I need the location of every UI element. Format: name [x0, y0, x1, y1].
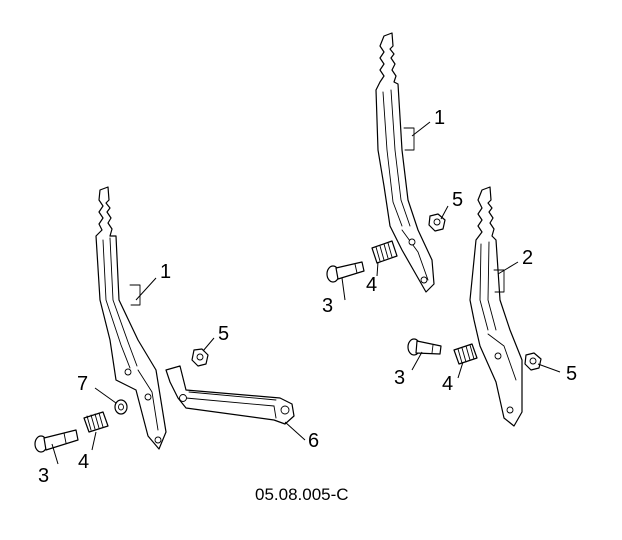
- callout-left-spring: 4: [78, 451, 89, 473]
- left-lever-part: [95, 186, 167, 450]
- top-bolt-part: [326, 261, 365, 283]
- right-lever-part: [469, 186, 523, 427]
- callout-left-bolt: 3: [38, 465, 49, 487]
- callout-top-lever: 1: [434, 107, 445, 129]
- top-lever-part: [375, 32, 435, 293]
- right-spring-part: [453, 343, 478, 365]
- callout-left-washer: 7: [77, 373, 88, 395]
- callout-right-nut: 5: [566, 363, 577, 385]
- left-spring-part: [83, 411, 109, 433]
- diagram-reference-code: 05.08.005-C: [255, 485, 349, 504]
- callout-top-nut: 5: [452, 189, 463, 211]
- left-nut-part: [191, 348, 209, 367]
- callout-left-lever: 1: [160, 261, 171, 283]
- left-bolt-part: [34, 429, 79, 453]
- callout-left-rod: 6: [308, 430, 319, 452]
- right-bolt-part: [407, 338, 442, 356]
- callout-right-lever: 2: [522, 247, 533, 269]
- callout-left-nut: 5: [218, 323, 229, 345]
- callout-top-spring: 4: [366, 274, 377, 296]
- right-nut-part: [524, 352, 542, 371]
- callout-top-bolt: 3: [322, 295, 333, 317]
- left-washer-part: [114, 399, 128, 415]
- leader-lines: [51, 121, 561, 465]
- callout-right-spring: 4: [442, 373, 453, 395]
- callout-right-bolt: 3: [394, 367, 405, 389]
- top-spring-part: [371, 240, 398, 264]
- left-rod-part: [165, 365, 295, 425]
